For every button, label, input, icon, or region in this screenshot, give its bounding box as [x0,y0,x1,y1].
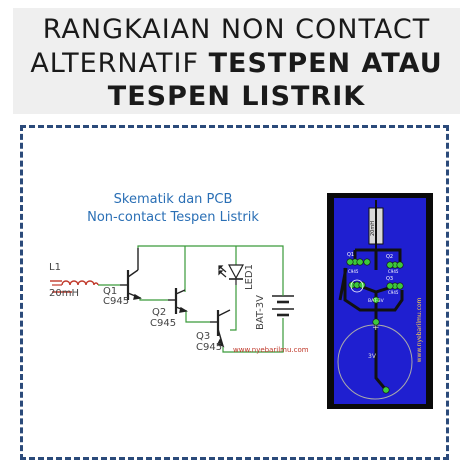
inductor-l1 [50,280,99,293]
pcb-layout: 20mH 3V + [327,193,433,409]
transistor-q3 [210,309,231,348]
pcb-q3-label: Q3 [386,276,393,282]
pcb-q2-value: C945 [388,269,399,274]
q1-label: Q1 [103,286,117,297]
transistor-q1 [120,248,142,300]
title-line-2-regular: ALTERNATIF [30,48,199,79]
pcb-battery-voltage: 3V [368,353,377,360]
l1-label: L1 [49,262,61,273]
schematic-title-2: Non-contact Tespen Listrik [87,210,259,225]
pcb-battery-label: BAT-3V [368,298,385,304]
pcb-q3-value: C945 [388,290,399,295]
schematic-wires [52,245,284,353]
pcb-led-outline [350,279,364,293]
q3-value: C945 [196,342,222,353]
transistor-q2 [168,288,188,314]
title-banner: RANGKAIAN NON CONTACT ALTERNATIF TESTPEN… [13,8,460,114]
pcb-inductor-label: 20mH [370,221,376,236]
title-line-1: RANGKAIAN NON CONTACT [42,14,431,45]
q2-label: Q2 [152,307,166,318]
pcb-q1-label: Q1 [347,252,354,258]
q3-label: Q3 [196,331,210,342]
title-line-2-bold: TESTPEN ATAU [208,48,443,79]
pcb-q1-value: C945 [348,269,359,274]
q1-value: C945 [103,296,129,307]
pcb-battery-plus: + [372,323,380,333]
pcb-inductor: 20mH [368,200,384,250]
battery-label: BAT-3V [255,295,266,330]
schematic-title-1: Skematik dan PCB [114,192,233,207]
battery-symbol [272,295,294,317]
schematic-website: www.nyebarilmu.com [233,346,309,354]
schematic: Skematik dan PCB Non-contact Tespen List… [49,192,309,354]
q2-value: C945 [150,318,176,329]
led1 [218,264,245,285]
led1-label: LED1 [244,264,255,290]
pcb-website: www.nyebarilmu.com [416,297,423,362]
content-frame [20,125,449,460]
l1-value: 20mH [49,288,79,299]
pcb-q2-label: Q2 [386,254,393,260]
pcb-pads [346,258,404,394]
title-line-3: TESPEN LISTRIK [107,81,366,112]
title-line-2: ALTERNATIF TESTPEN ATAU [13,48,460,79]
